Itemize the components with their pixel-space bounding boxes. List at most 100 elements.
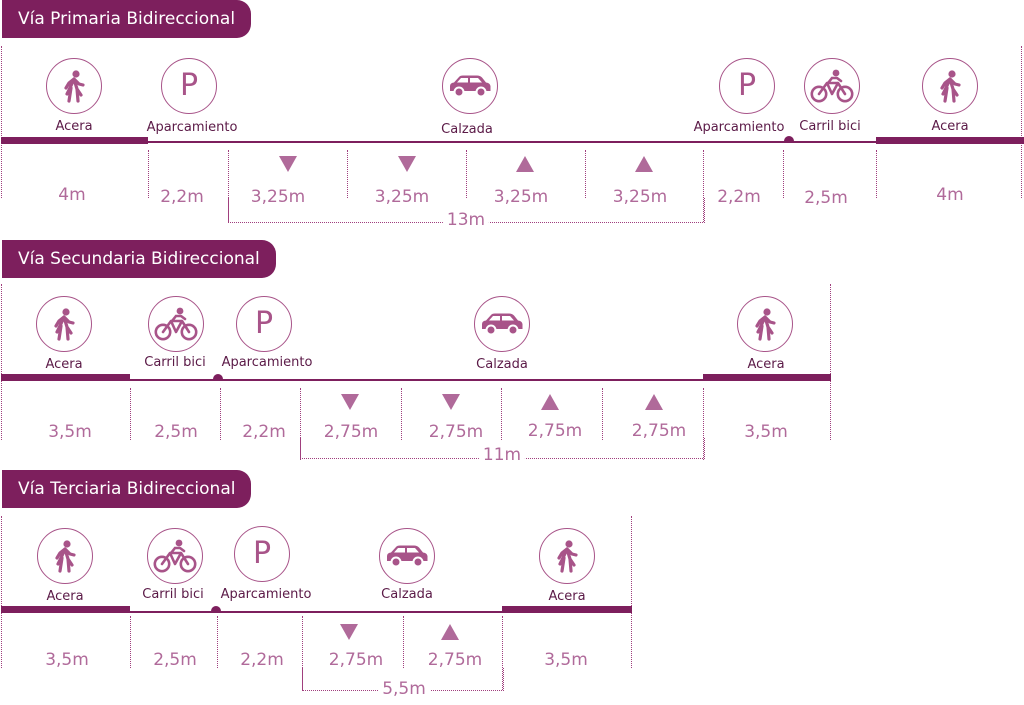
separator [466, 150, 467, 198]
width-label: 2,2m [717, 187, 761, 207]
label-sidewalk: Acera [931, 119, 969, 134]
road-line [148, 141, 876, 143]
separator [1, 46, 2, 198]
separator [130, 616, 131, 668]
pedestrian-icon [36, 296, 92, 352]
pedestrian-icon [46, 58, 102, 114]
section-title: Vía Secundaria Bidireccional [2, 240, 276, 278]
width-label: 2,5m [153, 650, 197, 670]
parking-icon: P [236, 296, 292, 352]
bicycle-icon [804, 58, 860, 114]
separator [1, 284, 2, 440]
width-label: 3,5m [544, 650, 588, 670]
sidewalk-bar [1, 606, 130, 613]
sidewalk-bar [1, 137, 148, 144]
parking-icon: P [719, 58, 775, 114]
carriageway-width: 11m [478, 445, 526, 465]
lane-direction-down [340, 624, 358, 640]
pedestrian-icon [737, 296, 793, 352]
bicycle-icon [147, 528, 203, 584]
width-label: 2,2m [160, 187, 204, 207]
width-label: 3,5m [744, 422, 788, 442]
label-sidewalk: Acera [55, 119, 93, 134]
width-label: 2,2m [242, 422, 286, 442]
lane-direction-up [516, 156, 534, 172]
separator [830, 284, 831, 440]
label-sidewalk: Acera [45, 357, 83, 372]
road-line [130, 611, 502, 613]
separator [876, 150, 877, 198]
sidewalk-bar [876, 137, 1024, 144]
label-carriageway: Calzada [381, 587, 433, 602]
curb-marker [784, 136, 794, 142]
sidewalk-bar [703, 374, 831, 381]
separator [347, 150, 348, 198]
width-label: 4m [936, 185, 964, 205]
section-title: Vía Primaria Bidireccional [2, 0, 252, 38]
separator [602, 388, 603, 440]
bicycle-icon [148, 296, 204, 352]
lane-direction-up [645, 394, 663, 410]
lane-direction-down [279, 156, 297, 172]
pedestrian-icon [37, 528, 93, 584]
label-parking: Aparcamiento [220, 587, 312, 602]
sidewalk-bar [1, 374, 130, 381]
label-bike-lane: Carril bici [142, 587, 204, 602]
separator [302, 616, 303, 690]
width-label: 2,2m [240, 650, 284, 670]
lane-direction-up [441, 624, 459, 640]
label-bike-lane: Carril bici [799, 119, 861, 134]
separator [585, 150, 586, 198]
separator [148, 150, 149, 198]
car-icon [379, 528, 435, 584]
label-parking: Aparcamiento [693, 120, 785, 135]
separator [130, 388, 131, 440]
label-parking: Aparcamiento [221, 355, 313, 370]
lane-direction-down [442, 394, 460, 410]
lane-direction-up [541, 394, 559, 410]
lane-direction-down [341, 394, 359, 410]
width-label: 3,5m [45, 650, 89, 670]
width-label: 2,75m [428, 422, 484, 442]
parking-icon: P [234, 526, 290, 582]
width-label: 4m [58, 185, 86, 205]
separator [1, 516, 2, 668]
separator [783, 150, 784, 198]
parking-icon: P [161, 58, 217, 114]
car-icon [442, 58, 498, 114]
separator [501, 388, 502, 440]
label-sidewalk: Acera [46, 589, 84, 604]
width-label: 2,75m [527, 421, 583, 441]
lane-direction-down [398, 156, 416, 172]
pedestrian-icon [539, 528, 595, 584]
separator [502, 616, 503, 690]
separator [631, 516, 632, 668]
separator [1021, 46, 1022, 198]
width-label: 2,5m [804, 188, 848, 208]
width-label: 2,75m [427, 650, 483, 670]
label-parking: Aparcamiento [146, 120, 238, 135]
pedestrian-icon [922, 58, 978, 114]
section-tertiary-road: Vía Terciaria Bidireccional P Acera Carr… [0, 470, 1024, 705]
label-sidewalk: Acera [548, 589, 586, 604]
width-label: 3,25m [374, 187, 430, 207]
width-label: 3,25m [612, 187, 668, 207]
section-title: Vía Terciaria Bidireccional [2, 470, 252, 508]
label-sidewalk: Acera [747, 357, 785, 372]
carriageway-width: 5,5m [378, 679, 430, 699]
separator [228, 150, 229, 222]
section-primary-road: Vía Primaria Bidireccional P P Acera Apa… [0, 0, 1024, 240]
separator [703, 388, 704, 460]
width-label: 2,75m [328, 650, 384, 670]
width-label: 2,5m [154, 422, 198, 442]
separator [300, 388, 301, 460]
sidewalk-bar [502, 606, 632, 613]
separator [217, 616, 218, 668]
separator [703, 150, 704, 222]
separator [403, 616, 404, 668]
width-label: 2,75m [631, 421, 687, 441]
width-label: 3,25m [493, 187, 549, 207]
separator [401, 388, 402, 440]
carriageway-width: 13m [442, 210, 490, 230]
label-carriageway: Calzada [476, 357, 528, 372]
